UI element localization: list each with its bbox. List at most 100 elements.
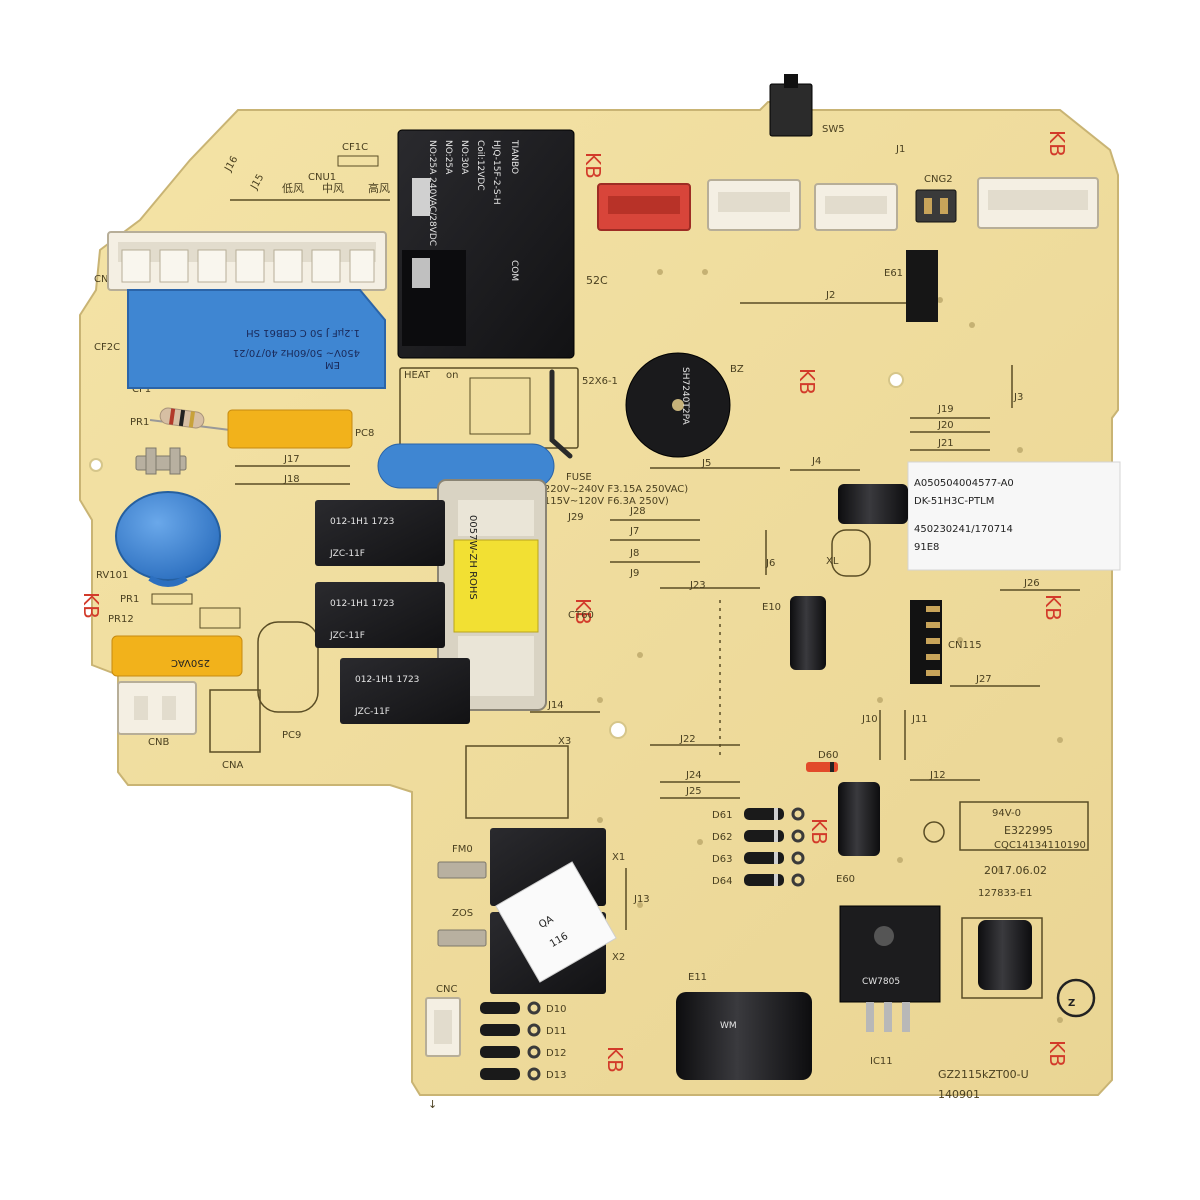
ref-label: on (446, 370, 458, 381)
ref-label: XL (826, 556, 839, 567)
svg-text:JZC-11F: JZC-11F (329, 631, 365, 641)
speed-label: 高风 (368, 181, 390, 195)
ref-label: E11 (688, 972, 707, 983)
ul-number: E322995 (1004, 824, 1053, 837)
ref-label: 52X6-1 (582, 376, 618, 387)
sw5-switch[interactable] (769, 74, 813, 137)
small-relay-3: 012-1H1 1723 JZC-11F (340, 658, 470, 724)
ref-label: PR1 (120, 594, 139, 605)
ref-label: PC8 (355, 428, 374, 439)
ref-label: J19 (937, 404, 954, 415)
diode-pads-lower (527, 1001, 541, 1081)
arrow-icon: ↓ (428, 1098, 437, 1111)
jumper-wire (549, 369, 573, 459)
z-mark-label: Z (1068, 998, 1075, 1009)
white-connector-1[interactable] (707, 179, 801, 231)
ref-label: X2 (612, 952, 625, 963)
white-connector-2[interactable] (814, 183, 898, 231)
ref-label: J3 (1013, 392, 1023, 403)
electrolytic-cap-e13 (838, 484, 908, 524)
cng2-connector[interactable] (915, 189, 957, 223)
svg-text:COM: COM (509, 260, 519, 281)
fuse-clips (135, 447, 187, 475)
ref-label: J25 (685, 786, 702, 797)
kb-mark: KB (603, 1046, 627, 1073)
ref-label: CT60 (568, 610, 594, 621)
ref-label: D64 (712, 876, 732, 887)
diode-array-d10 (480, 1002, 520, 1080)
ref-label: HEAT (404, 370, 431, 381)
ref-label: FM0 (452, 844, 473, 855)
x-capacitor: 1.2μF J 50 C CBB61 SH 450V~ 50/60Hz 40/7… (127, 289, 386, 389)
ref-label: E60 (836, 874, 855, 885)
ref-label: IC11 (870, 1056, 893, 1067)
kb-mark: KB (581, 152, 605, 179)
y-capacitor: 250VAC (111, 635, 243, 677)
ref-label: D10 (546, 1004, 566, 1015)
date-label: 2017.06.02 (984, 864, 1047, 877)
e61-component (906, 250, 938, 322)
ref-label: CNU (94, 274, 116, 285)
svg-text:CW7805: CW7805 (862, 977, 900, 987)
pr12-footprint (199, 607, 241, 629)
electrolytic-cap-e10 (790, 596, 826, 670)
ref-label: CNA (222, 760, 243, 771)
ref-label: J11 (911, 714, 928, 725)
model-number: GZ2115kZT00-U (938, 1068, 1029, 1081)
ref-label: PR12 (108, 614, 134, 625)
ref-label: PR1 (130, 417, 149, 428)
motor-connector[interactable] (107, 231, 387, 291)
lot-number: 140901 (938, 1088, 980, 1101)
transformer: 0057W-ZH ROHS (437, 479, 547, 711)
ref-label: J2 (825, 290, 835, 301)
cnl-connector[interactable] (977, 177, 1099, 229)
svg-text:SH7240T2PA: SH7240T2PA (680, 367, 690, 425)
ref-label: J24 (685, 770, 702, 781)
svg-text:NO:25A 240VAC/28VDC: NO:25A 240VAC/28VDC (427, 140, 437, 246)
pr1-footprint (151, 593, 193, 605)
svg-text:JZC-11F: JZC-11F (354, 707, 390, 717)
red-connector[interactable] (597, 183, 691, 231)
ref-label: CF1C (342, 142, 368, 153)
svg-text:EM: EM (325, 359, 340, 370)
ref-label: J29 (567, 512, 584, 523)
speed-label: 低风 (282, 182, 304, 195)
ref-label: J8 (629, 548, 639, 559)
ref-label: J13 (633, 894, 650, 905)
ic11-regulator: CW7805 (839, 905, 941, 1032)
ref-label: X1 (612, 852, 625, 863)
ref-label: D63 (712, 854, 732, 865)
ref-label: J7 (629, 526, 639, 537)
svg-text:HJQ-15F-2-S-H: HJQ-15F-2-S-H (491, 140, 501, 205)
cn115-header[interactable] (910, 600, 942, 684)
main-relay: TIANBO HJQ-15F-2-S-H Coil:12VDC NO:30A N… (397, 129, 575, 359)
diode-pads (791, 807, 805, 887)
ref-label: J20 (937, 420, 954, 431)
cnb-connector[interactable] (117, 681, 197, 735)
ref-label: BZ (730, 364, 744, 375)
svg-text:250VAC: 250VAC (171, 657, 210, 668)
fuse-label: FUSE (566, 472, 592, 483)
kb-mark: KB (1045, 1040, 1069, 1067)
ref-label: J14 (547, 700, 564, 711)
svg-text:TIANBO: TIANBO (509, 139, 519, 174)
ref-label: J23 (689, 580, 706, 591)
ref-label: CNC (436, 984, 457, 995)
buzzer: SH7240T2PA (625, 352, 731, 458)
ref-label: D11 (546, 1026, 566, 1037)
rv101-varistor (115, 491, 221, 587)
pb-free-icon (923, 821, 945, 843)
ref-label: J9 (629, 568, 639, 579)
cnc-connector[interactable] (425, 997, 461, 1057)
ref-label: PC9 (282, 730, 301, 741)
ref-label: X3 (558, 736, 571, 747)
small-relay-1: 012-1H1 1723 JZC-11F (315, 500, 445, 566)
silkscreen-outlines (209, 199, 1089, 999)
ref-label: CF1 (132, 384, 151, 395)
ref-label: J4 (811, 456, 821, 467)
svg-text:0057W-ZH ROHS: 0057W-ZH ROHS (467, 515, 478, 600)
diode-d60 (806, 762, 838, 772)
ref-label: J1 (895, 144, 905, 155)
diode-bands (774, 808, 778, 886)
